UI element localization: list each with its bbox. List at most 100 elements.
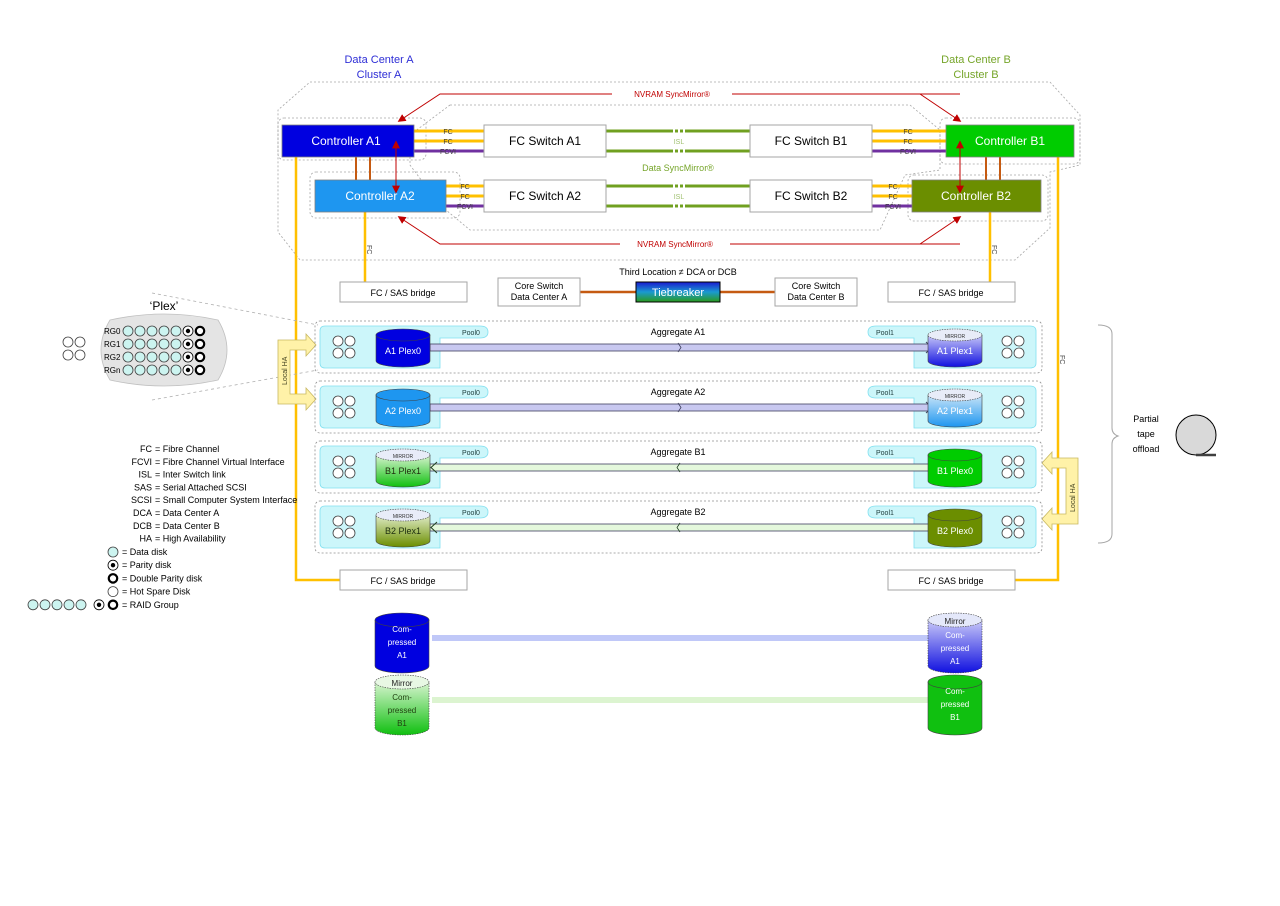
link-label-fc-b2-1: FC — [888, 184, 897, 191]
controller-a2[interactable]: Controller A2 — [314, 179, 447, 213]
data-disk-icon — [170, 364, 182, 376]
core-switch-dcb[interactable]: Core Switch Data Center B — [774, 277, 858, 307]
tiebreaker-location-title: Third Location ≠ DCA or DCB — [619, 267, 736, 277]
bridge-top-right-label: FC / SAS bridge — [918, 288, 983, 298]
data-disk-icon — [134, 338, 146, 350]
controller-a1-label: Controller A1 — [311, 134, 381, 148]
hot-spare-disk-icon — [74, 336, 86, 348]
fc-sas-bridge-bottom-left[interactable]: FC / SAS bridge — [339, 569, 468, 591]
legend-abbr-term: DCB — [133, 521, 152, 531]
data-disk-icon — [158, 338, 170, 350]
fc-vertical-label-left: FC — [365, 245, 372, 254]
legend-abbr-term: ISL — [138, 470, 152, 480]
fc-sas-bridge-bottom-right[interactable]: FC / SAS bridge — [887, 569, 1016, 591]
hot-spare-disk-icon — [1001, 395, 1013, 407]
raid-group-label: RG1 — [104, 340, 121, 349]
hot-spare-disk-icon — [1013, 527, 1025, 539]
core-switch-dca[interactable]: Core Switch Data Center A — [497, 277, 581, 307]
controller-b1-label: Controller B1 — [975, 134, 1045, 148]
legend-abbr-definition: = Data Center A — [155, 508, 219, 518]
controller-b1[interactable]: Controller B1 — [945, 124, 1075, 158]
plex-callout-line-top — [151, 292, 319, 326]
legend-abbr-definition: = Serial Attached SCSI — [155, 482, 247, 492]
plex-label: B2 Plex0 — [937, 526, 973, 536]
compressed-label-line: pressed — [941, 644, 969, 653]
legend-abbr-term: FC — [140, 444, 152, 454]
hot-spare-disk-icon — [332, 395, 344, 407]
legend-symbols: = Data disk= Parity disk= Double Parity … — [27, 546, 203, 611]
tiebreaker[interactable]: Tiebreaker — [635, 281, 721, 303]
aggregate-sync-link — [429, 403, 931, 412]
data-disk-icon — [107, 546, 119, 558]
fc-switch-b2[interactable]: FC Switch B2 — [749, 179, 873, 213]
fc-sas-bridge-top-right[interactable]: FC / SAS bridge — [887, 281, 1016, 303]
hot-spare-disk-icon — [1001, 527, 1013, 539]
data-disk-icon — [146, 364, 158, 376]
hot-spare-disk-icon — [62, 349, 74, 361]
fc-switch-a1-label: FC Switch A1 — [509, 134, 581, 148]
compressed-label-line: Com- — [392, 693, 412, 702]
plex-cylinder[interactable]: B2 Plex0 — [927, 508, 983, 548]
compressed-label-line: A1 — [950, 657, 960, 666]
parity-disk-icon — [93, 599, 105, 611]
fc-switch-a1[interactable]: FC Switch A1 — [483, 124, 607, 158]
legend-symbol-label: = Data disk — [122, 547, 168, 557]
link-label-fc-b1-2: FC — [903, 139, 912, 146]
plex-cylinder[interactable]: A1 Plex0 — [375, 328, 431, 368]
raid-group-label: RGn — [104, 366, 120, 375]
controller-a1[interactable]: Controller A1 — [281, 124, 415, 158]
legend-symbol-label: = RAID Group — [122, 600, 179, 610]
pool-right-label: Pool1 — [876, 450, 894, 457]
legend-abbr-definition: = Small Computer System Interface — [155, 495, 297, 505]
aggregate-name: Aggregate B1 — [650, 447, 705, 457]
data-disk-icon — [122, 325, 134, 337]
compressed-label-line: A1 — [397, 651, 407, 660]
link-label-fcvi-b2: FCVI — [885, 204, 901, 211]
fc-sas-bridge-top-left[interactable]: FC / SAS bridge — [339, 281, 468, 303]
legend-abbr-term: FCVI — [131, 457, 152, 467]
controller-b2[interactable]: Controller B2 — [911, 179, 1042, 213]
pool-left-label: Pool0 — [462, 450, 480, 457]
double-parity-disk-icon — [194, 351, 206, 363]
nvram-syncmirror-top-label: NVRAM SyncMirror® — [634, 90, 710, 99]
cluster-outer-outline — [277, 81, 1081, 261]
legend-symbol-label: = Hot Spare Disk — [122, 587, 191, 597]
local-ha-arrow-right: Local HA — [1041, 450, 1079, 532]
fc-switch-b1[interactable]: FC Switch B1 — [749, 124, 873, 158]
isl-label-row1: ISL — [674, 139, 685, 146]
legend-abbr-term: DCA — [133, 508, 152, 518]
hot-spare-disk-icon — [1001, 347, 1013, 359]
plex-label: A2 Plex1 — [937, 406, 973, 416]
fc-switch-a2[interactable]: FC Switch A2 — [483, 179, 607, 213]
mirror-label: MIRROR — [393, 514, 414, 520]
double-parity-disk-icon — [107, 599, 119, 611]
isl-links-row1: ISL — [606, 129, 750, 153]
legend-abbr-definition: = High Availability — [155, 534, 226, 544]
raid-group-label: RG0 — [104, 327, 121, 336]
pool-left-label: Pool0 — [462, 510, 480, 517]
aggregate-name: Aggregate B2 — [650, 507, 705, 517]
plex-cylinder[interactable]: A2 Plex0 — [375, 388, 431, 428]
plex-cylinder[interactable]: B1 Plex0 — [927, 448, 983, 488]
hot-spare-disk-icon — [1013, 467, 1025, 479]
hot-spare-disk-icon — [344, 395, 356, 407]
core-switch-dca-line1: Core Switch — [515, 281, 564, 291]
plex-title: ‘Plex’ — [150, 299, 179, 313]
link-label-fcvi-a1: FCVI — [440, 149, 456, 156]
data-disk-icon — [170, 325, 182, 337]
legend-symbol-label: = Double Parity disk — [122, 573, 203, 583]
bridge-bottom-right-label: FC / SAS bridge — [918, 576, 983, 586]
